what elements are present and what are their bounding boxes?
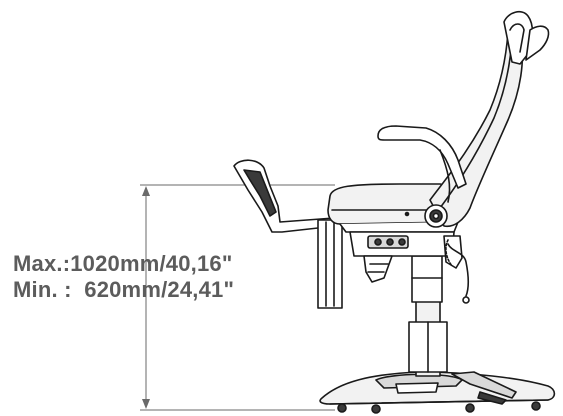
chair-base [319,371,556,414]
height-dimension [140,184,335,411]
dimension-arrow-top [142,186,150,196]
chair-leg-rest [233,159,343,309]
max-height-label: Max.:1020mm/40,16" [13,251,233,276]
min-height-label: Min. : 620mm/24,41" [13,277,235,302]
chair-pivot-knob [424,204,448,228]
chair-armrest [377,125,467,203]
chair-backrest [429,31,524,228]
dimension-arrow-bottom [142,399,150,409]
chair-column [408,255,448,377]
chair-mechanism [349,231,470,304]
chair-headrest [503,10,550,65]
